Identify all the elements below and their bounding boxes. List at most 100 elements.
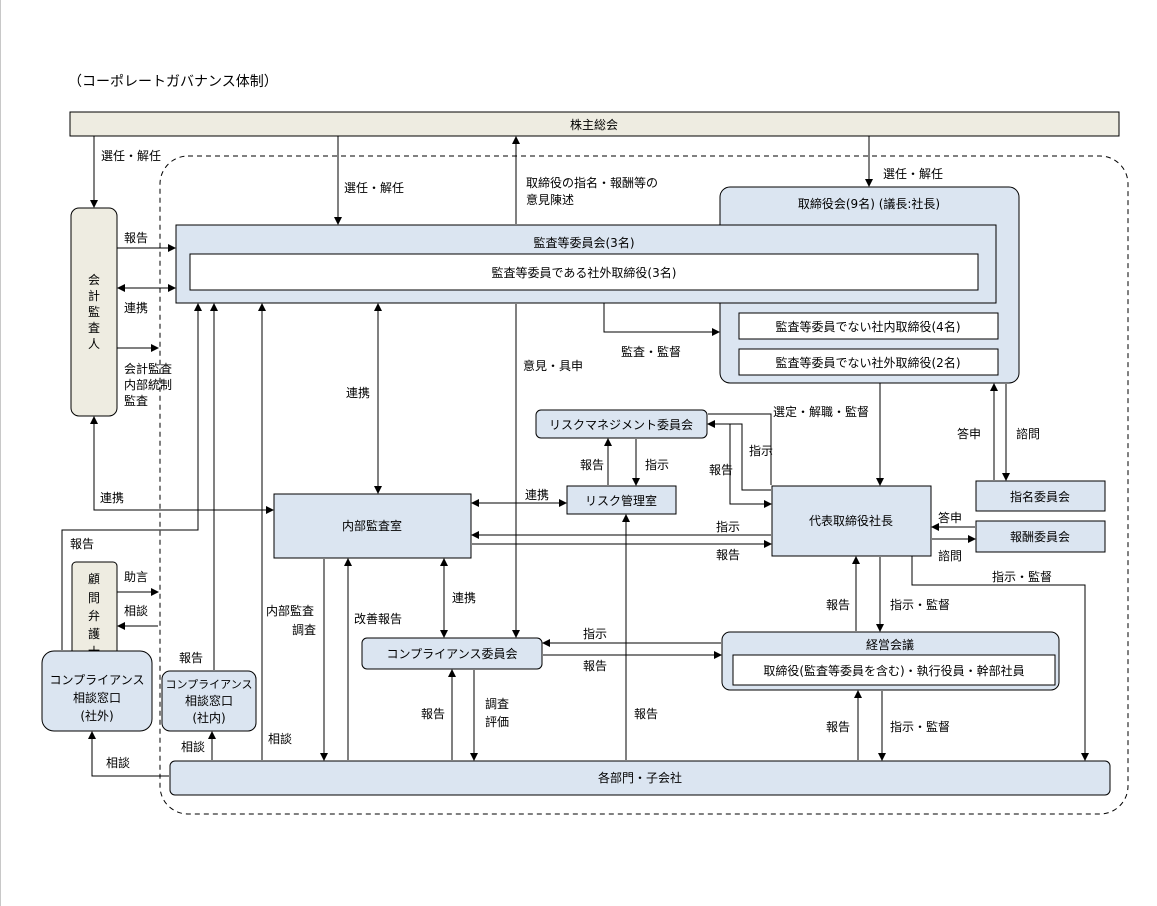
president-box[interactable]: 代表取締役社長 (771, 485, 932, 557)
label-report-lawyer: 報告 (70, 537, 94, 551)
lawyer-label-2: 問 (88, 591, 100, 605)
compliance-ext-line1: コンプライアンス (50, 673, 145, 687)
compliance-committee-label: コンプライアンス委員会 (387, 647, 518, 661)
label-coop-risk: 連携 (525, 487, 549, 502)
audit-members-label: 監査等委員である社外取締役(3名) (492, 265, 677, 280)
accountant-label-2: 計 (88, 288, 100, 303)
diagram-title: （コーポレートガバナンス体制） (68, 74, 278, 90)
label-investigate-2: 評価 (485, 714, 509, 729)
audit-committee-label: 監査等委員会(3名) (534, 235, 635, 250)
arrow-pres-risk-report (707, 420, 771, 491)
arrow-pres-risk-instruct (729, 424, 772, 508)
risk-committee-label: リスクマネジメント委員会 (549, 418, 693, 432)
lawyer-label-3: 弁 (88, 608, 100, 623)
label-report-internal-window: 報告 (179, 651, 203, 665)
label-report-dept-risk: 報告 (634, 707, 658, 721)
label-instruct-supervise-dept: 指示・監督 (890, 719, 950, 734)
label-appoint-mid: 選任・解任 (344, 181, 404, 195)
label-coop-acct: 連携 (124, 300, 148, 315)
nomination-label: 指名委員会 (1010, 489, 1070, 504)
accountant-label-1: 会 (88, 273, 100, 287)
label-opinion-advice: 意見・具申 (523, 358, 583, 373)
label-consult-internal-window: 相談 (181, 739, 205, 754)
label-report-dept-compliance: 報告 (421, 707, 445, 721)
label-coop-compliance: 連携 (452, 590, 476, 605)
nomination-committee-box[interactable]: 指名委員会 (975, 480, 1106, 512)
risk-committee-box[interactable]: リスクマネジメント委員会 (535, 409, 708, 439)
label-acct-audit-3: 監査 (124, 393, 148, 408)
shareholders-label: 株主総会 (570, 117, 618, 132)
shareholders-meeting-box[interactable]: 株主総会 (69, 111, 1120, 137)
board-external-label: 監査等委員でない社外取締役(2名) (776, 355, 961, 370)
label-risk-report: 報告 (580, 458, 604, 472)
label-pres-risk-report: 報告 (709, 463, 733, 477)
advisor-lawyer-box[interactable]: 顧 問 弁 護 士 (71, 561, 118, 665)
arrow-external-window-report (61, 303, 202, 650)
label-instruct-supervise-mgmt: 指示・監督 (890, 597, 950, 612)
label-appoint-right: 選任・解任 (883, 167, 943, 181)
label-acct-audit-1: 会計監査 (124, 361, 172, 376)
label-opinion-1: 取締役の指名・報酬等の (526, 175, 658, 190)
remuneration-committee-box[interactable]: 報酬委員会 (975, 520, 1106, 553)
label-pres-risk-instruct: 指示 (749, 443, 773, 458)
label-report-acct: 報告 (124, 231, 148, 245)
arrow-dept-external-window (88, 731, 169, 777)
label-internal-audit-1: 内部監査 (266, 603, 314, 618)
lawyer-label-4: 護 (88, 626, 100, 641)
departments-label: 各部門・子会社 (598, 770, 682, 785)
label-report-internal-pres: 報告 (716, 548, 740, 562)
label-report-compliance: 報告 (583, 659, 607, 673)
compliance-int-line2: 相談窓口 (185, 693, 233, 708)
departments-box[interactable]: 各部門・子会社 (169, 760, 1111, 796)
label-report-mgmt-pres: 報告 (826, 598, 850, 612)
label-coop-acct-internal: 連携 (100, 490, 124, 505)
label-instruct-supervise-right: 指示・監督 (992, 569, 1052, 584)
accountant-label-4: 査 (88, 321, 100, 335)
label-acct-audit-2: 内部統制 (124, 377, 172, 392)
label-answer2: 答申 (938, 510, 962, 525)
accountant-label-5: 人 (88, 337, 100, 351)
arrow-audit-supervise (603, 303, 720, 336)
internal-audit-box[interactable]: 内部監査室 (273, 493, 472, 559)
label-select-dismiss: 選定・解職・監督 (773, 404, 869, 419)
accountant-box[interactable]: 会 計 監 査 人 (70, 207, 118, 417)
arrow-pres-departments (911, 556, 1089, 761)
management-meeting-box[interactable]: 経営会議 取締役(監査等委員を含む)・執行役員・幹部社員 (721, 631, 1060, 691)
risk-office-label: リスク管理室 (585, 493, 657, 508)
label-consultation: 相談 (124, 603, 148, 618)
president-label: 代表取締役社長 (809, 513, 893, 528)
label-consult2: 諮問 (938, 549, 962, 563)
lawyer-label-1: 顧 (88, 571, 100, 586)
label-answer: 答申 (957, 426, 981, 441)
compliance-int-line3: (社内) (192, 710, 225, 725)
label-audit-supervise: 監査・監督 (621, 344, 681, 359)
remuneration-label: 報酬委員会 (1010, 530, 1070, 544)
label-appoint-left: 選任・解任 (101, 149, 161, 163)
label-instruct-compliance: 指示 (583, 626, 607, 641)
label-risk-instruct: 指示 (645, 457, 669, 472)
risk-office-box[interactable]: リスク管理室 (566, 485, 677, 515)
label-report-dept-mgmt: 報告 (826, 720, 850, 734)
arrow-acct-internal-coop (90, 416, 274, 514)
compliance-window-internal-box[interactable]: コンプライアンス 相談窓口 (社内) (161, 670, 257, 732)
compliance-ext-line2: 相談窓口 (73, 690, 121, 705)
label-consult: 諮問 (1016, 427, 1040, 441)
board-label: 取締役会(9名) (議長:社長) (798, 196, 940, 211)
label-consult-external: 相談 (106, 755, 130, 770)
line-risk-instruct (708, 413, 772, 485)
internal-audit-label: 内部監査室 (342, 518, 402, 533)
management-meeting-label: 経営会議 (866, 638, 914, 652)
label-instruct-pres-internal: 指示 (716, 519, 740, 534)
compliance-ext-line3: (社外) (80, 708, 113, 723)
compliance-committee-box[interactable]: コンプライアンス委員会 (361, 637, 543, 670)
label-coop-audit-internal: 連携 (346, 385, 370, 400)
audit-committee-box[interactable]: 監査等委員会(3名) 監査等委員である社外取締役(3名) (175, 224, 997, 304)
label-consult-departments: 相談 (268, 731, 292, 746)
label-internal-audit-2: 調査 (292, 623, 316, 637)
label-investigate-1: 調査 (485, 697, 509, 711)
management-members-label: 取締役(監査等委員を含む)・執行役員・幹部社員 (763, 663, 1024, 678)
compliance-window-external-box[interactable]: コンプライアンス 相談窓口 (社外) (41, 650, 153, 732)
label-opinion-2: 意見陳述 (526, 192, 574, 207)
